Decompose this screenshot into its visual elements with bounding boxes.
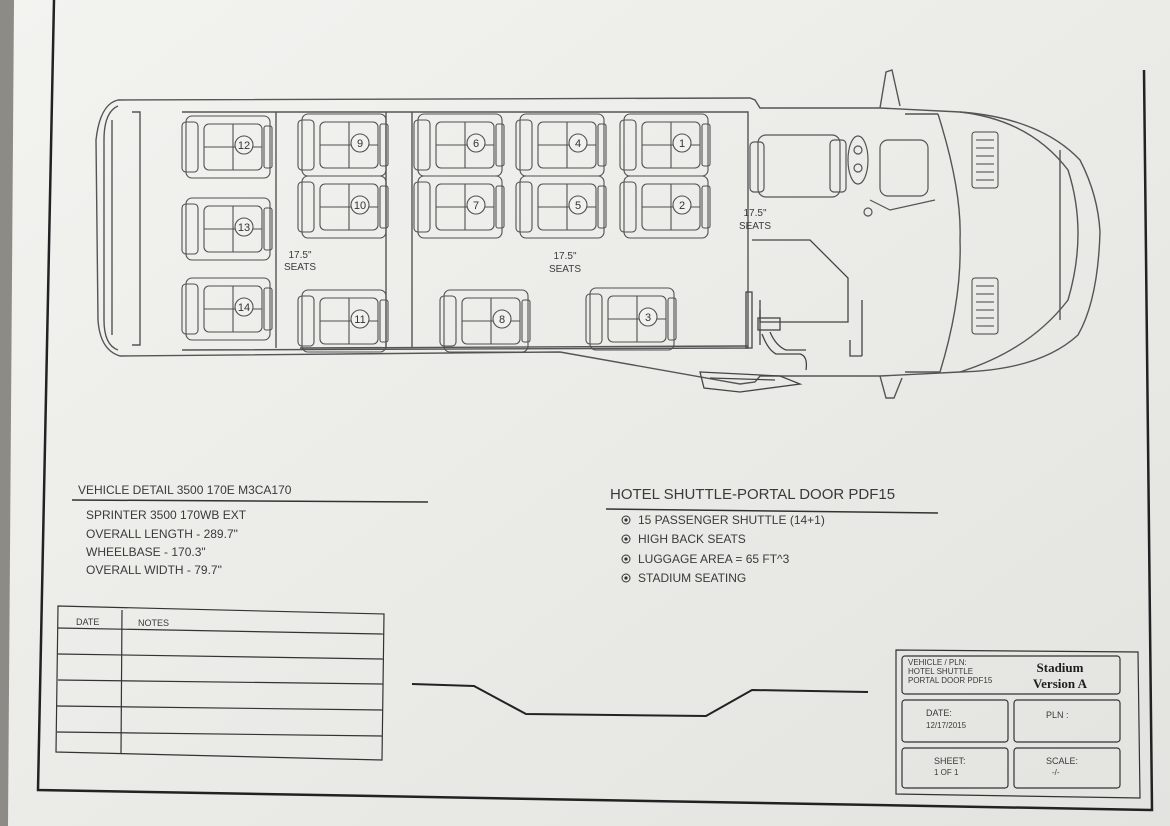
passenger-seat: 6 — [413, 113, 505, 177]
vehicle-pln-value: HOTEL SHUTTLE — [908, 667, 973, 676]
svg-text:8: 8 — [499, 314, 505, 326]
seat-area-size: 17.5" — [743, 208, 766, 219]
feature-bullet-icon — [621, 554, 631, 564]
seat-area-seats: SEATS — [739, 221, 771, 232]
vehicle-detail-line: WHEELBASE - 170.3" — [86, 545, 206, 559]
passenger-seat: 2 — [619, 175, 711, 239]
vehicle-detail: VEHICLE DETAIL 3500 170E M3CA170 SPRINTE… — [71, 483, 429, 577]
svg-text:9: 9 — [357, 138, 363, 150]
svg-text:4: 4 — [575, 138, 581, 150]
svg-text:11: 11 — [354, 314, 365, 326]
vehicle-detail-title: VEHICLE DETAIL 3500 170E M3CA170 — [78, 483, 292, 497]
notes-notes-header: NOTES — [138, 618, 169, 628]
date-value: 12/17/2015 — [926, 721, 967, 730]
version-line-1: Stadium — [1037, 660, 1084, 675]
passenger-seat: 10 — [297, 175, 389, 239]
passenger-seat: 5 — [515, 175, 607, 239]
passenger-seat: 14 — [181, 277, 273, 341]
title-block — [895, 649, 1141, 799]
seat-area-seats: SEATS — [549, 264, 581, 275]
passenger-seat: 1 — [619, 113, 711, 177]
vehicle-pln-label: VEHICLE / PLN: — [908, 658, 967, 667]
svg-text:6: 6 — [473, 138, 479, 150]
date-label: DATE: — [926, 708, 952, 718]
floor-profile-line — [411, 683, 869, 718]
svg-text:13: 13 — [238, 222, 250, 234]
svg-text:7: 7 — [473, 200, 479, 212]
pln-label: PLN : — [1046, 710, 1069, 720]
sheet-value: 1 OF 1 — [934, 768, 959, 777]
passenger-seat: 7 — [413, 175, 505, 239]
passenger-seat: 8 — [439, 289, 531, 353]
feature-bullet-icon — [621, 573, 631, 583]
seat-area-label-front: 17.5" SEATS — [739, 208, 771, 232]
vehicle-detail-line: OVERALL WIDTH - 79.7" — [86, 563, 222, 577]
shuttle-feature: LUGGAGE AREA = 65 FT^3 — [638, 552, 790, 566]
svg-text:3: 3 — [645, 312, 651, 324]
vehicle-detail-line: OVERALL LENGTH - 289.7" — [86, 527, 238, 541]
seat-area-size: 17.5" — [553, 251, 576, 262]
seat-area-size: 17.5" — [288, 250, 311, 261]
shuttle-title: HOTEL SHUTTLE-PORTAL DOOR PDF15 — [610, 486, 895, 503]
notes-date-header: DATE — [76, 617, 99, 627]
svg-text:2: 2 — [679, 200, 685, 212]
passenger-seat: 11 — [297, 289, 389, 353]
paper-left-shadow — [0, 0, 14, 826]
portal-door-area — [699, 239, 863, 393]
seat-area-label-middle: 17.5" SEATS — [549, 251, 581, 275]
version-line-2: Version A — [1033, 676, 1088, 691]
passenger-seat: 3 — [585, 287, 677, 351]
shuttle-spec: HOTEL SHUTTLE-PORTAL DOOR PDF15 15 PASSE… — [605, 486, 939, 585]
passenger-seat: 13 — [181, 197, 273, 261]
scale-value: -/- — [1052, 768, 1060, 777]
cockpit — [749, 134, 936, 217]
svg-text:1: 1 — [679, 138, 685, 150]
vehicle-detail-line: SPRINTER 3500 170WB EXT — [86, 508, 247, 522]
sheet-label: SHEET: — [934, 756, 966, 766]
passenger-seat: 12 — [181, 115, 273, 179]
svg-text:10: 10 — [354, 200, 366, 212]
scale-label: SCALE: — [1046, 756, 1078, 766]
shuttle-feature: STADIUM SEATING — [638, 571, 746, 585]
headlights — [971, 131, 999, 335]
svg-text:12: 12 — [238, 140, 250, 152]
feature-bullet-icon — [621, 515, 631, 525]
seat-area-label-rear: 17.5" SEATS — [284, 250, 316, 273]
svg-text:14: 14 — [238, 302, 250, 314]
svg-text:5: 5 — [575, 200, 581, 212]
vehicle-pln-value: PORTAL DOOR PDF15 — [908, 676, 993, 685]
feature-bullet-icon — [621, 534, 631, 544]
shuttle-feature: HIGH BACK SEATS — [638, 532, 746, 546]
shuttle-feature: 15 PASSENGER SHUTTLE (14+1) — [638, 513, 825, 527]
drawing-border — [36, 0, 1154, 812]
seat-area-seats: SEATS — [284, 262, 316, 273]
notes-table — [55, 605, 385, 761]
